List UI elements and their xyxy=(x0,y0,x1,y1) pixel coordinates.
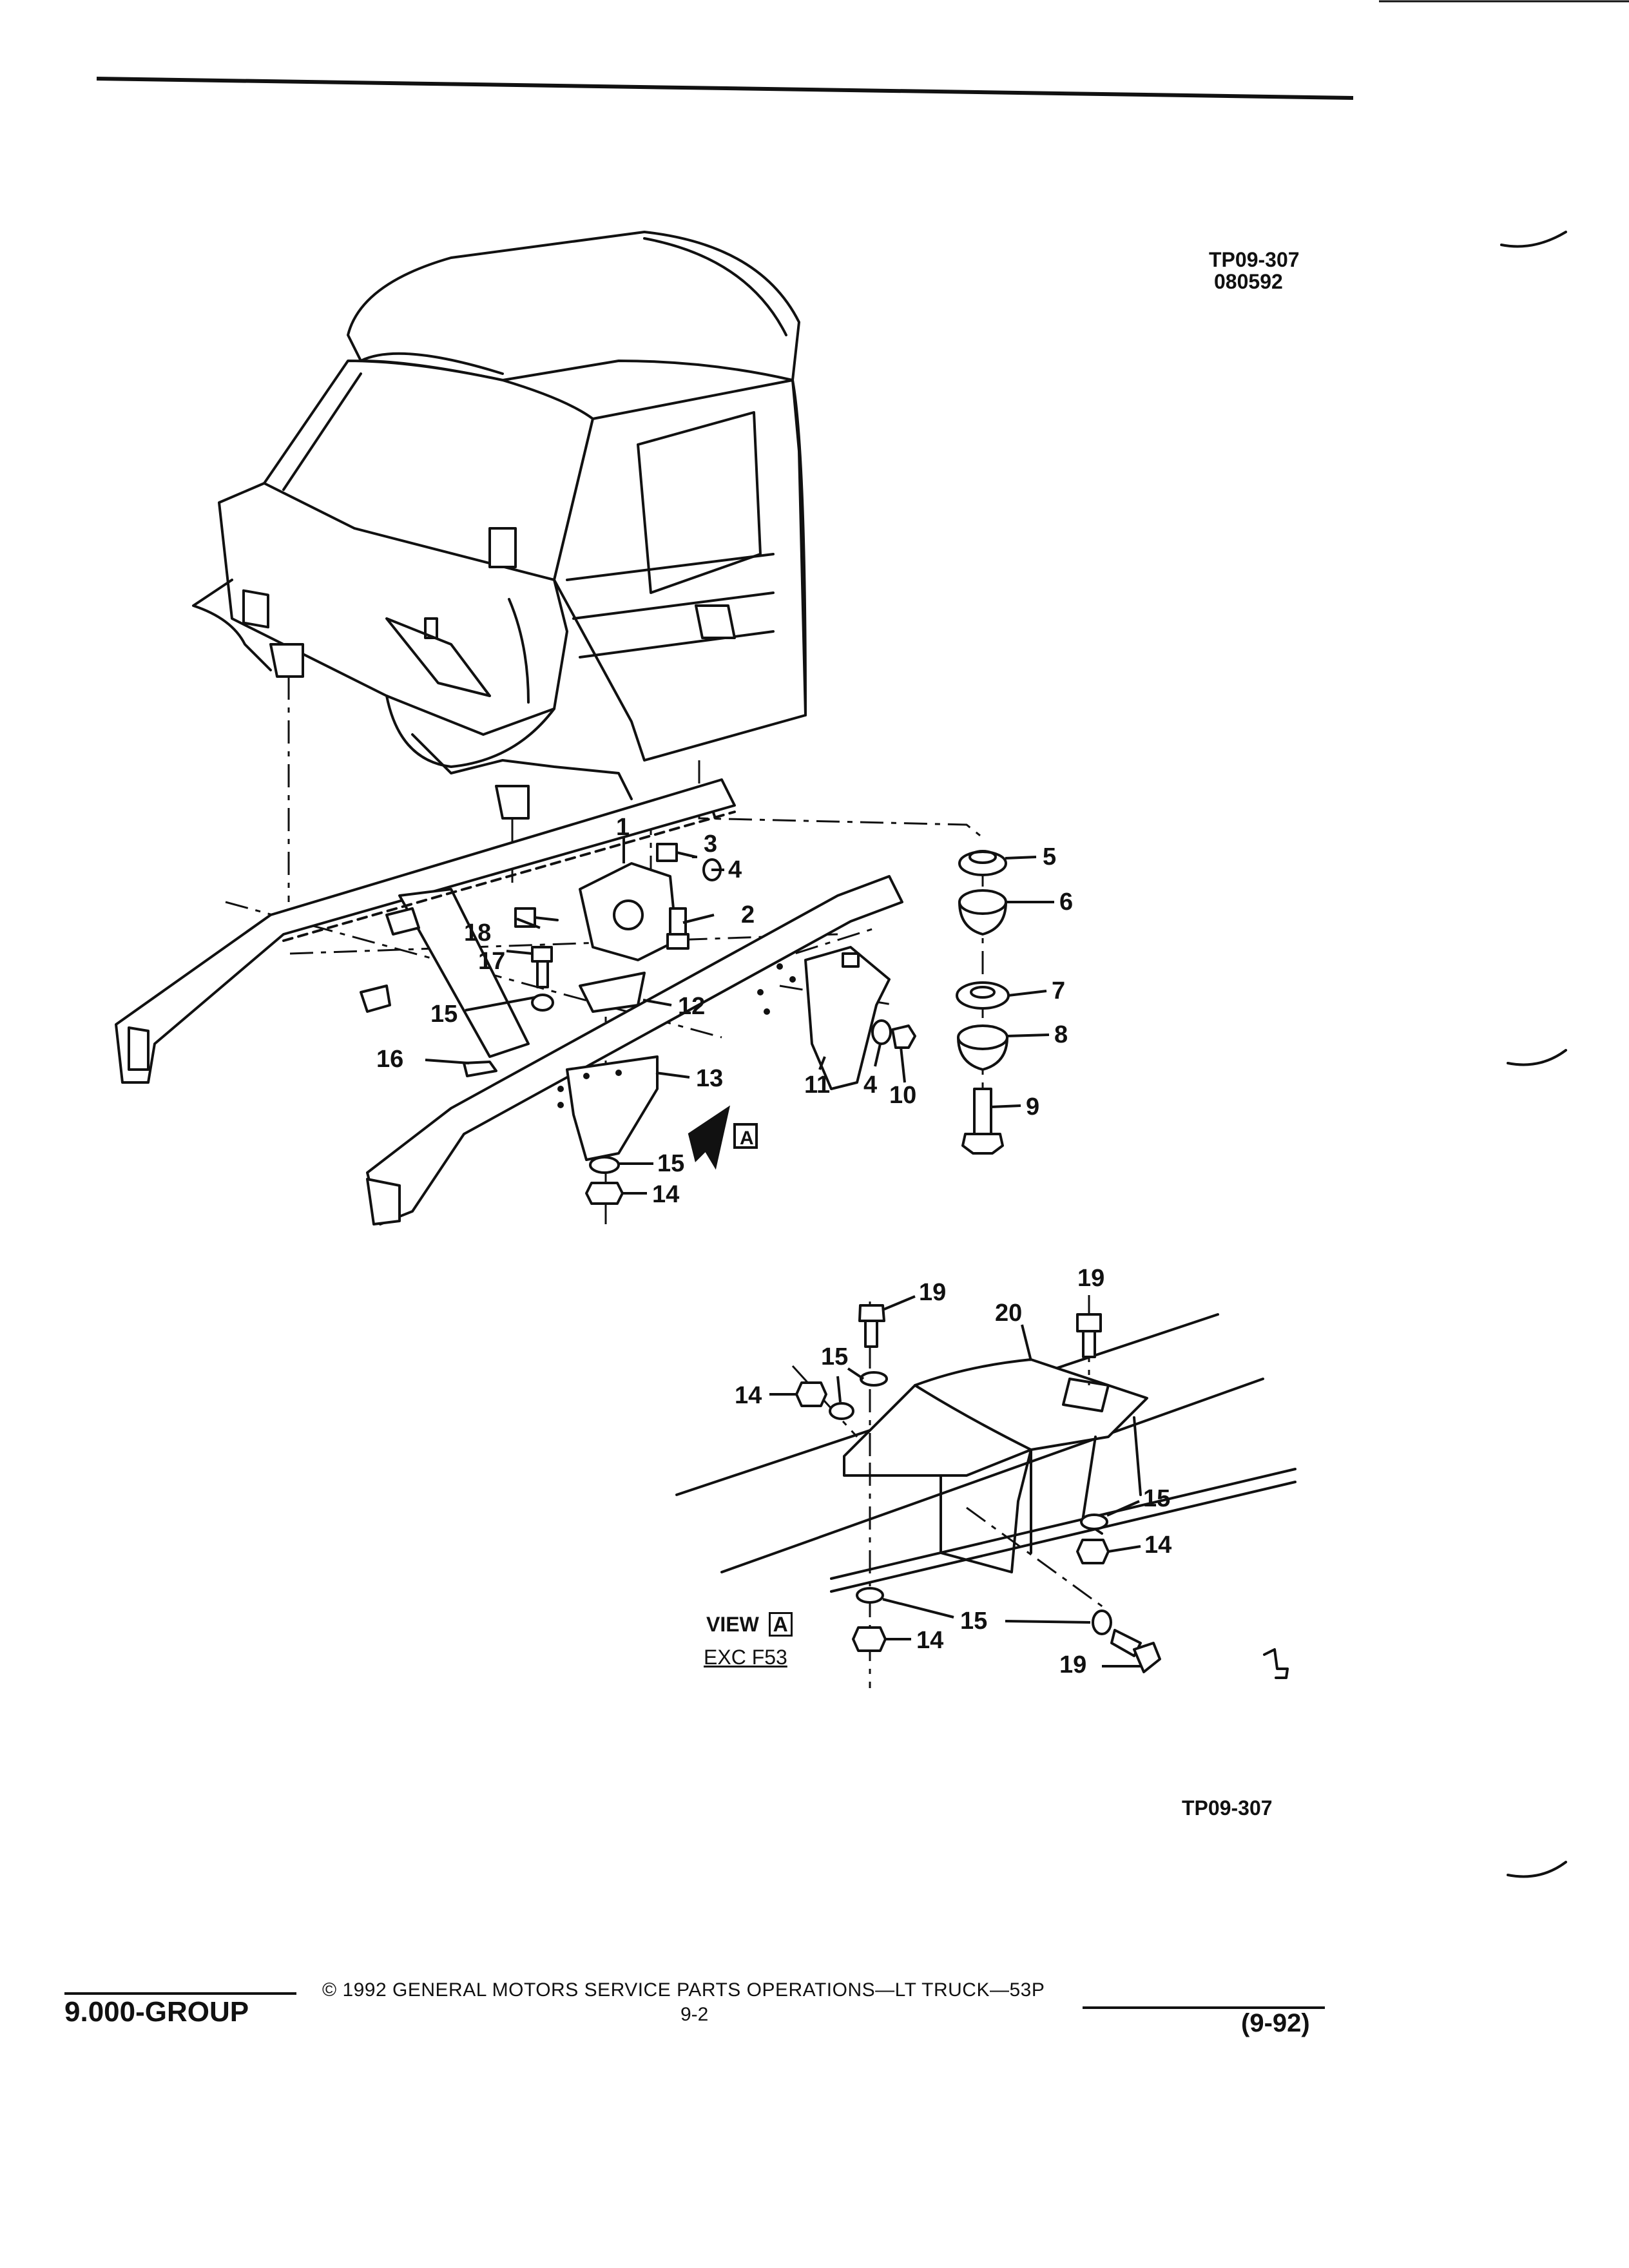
view-a-label: VIEW A xyxy=(706,1612,793,1637)
callout-12: 12 xyxy=(678,993,705,1020)
callout-9: 9 xyxy=(1026,1093,1039,1120)
drawing-reference: TP09-307 080592 xyxy=(1209,249,1300,293)
callout-numbers: 1 3 4 2 5 6 7 8 9 10 4 11 12 13 15 14 15… xyxy=(376,814,1171,1678)
footer-group: 9.000-GROUP xyxy=(64,1992,296,2028)
callout-18: 18 xyxy=(464,919,491,947)
detail-callout-19-left: 19 xyxy=(919,1279,946,1306)
footer-rule xyxy=(1083,2006,1325,2009)
service-logo-mark xyxy=(1263,1648,1289,1679)
callout-11: 11 xyxy=(804,1072,830,1099)
applicability-note: EXC F53 xyxy=(704,1646,787,1669)
callout-14: 14 xyxy=(652,1181,679,1208)
view-label-text: VIEW xyxy=(706,1613,759,1636)
callout-15: 15 xyxy=(657,1150,684,1177)
callout-1: 1 xyxy=(616,814,630,841)
detail-callout-14-right: 14 xyxy=(1144,1532,1171,1559)
callout-5: 5 xyxy=(1043,843,1056,870)
footer-copyright: © 1992 GENERAL MOTORS SERVICE PARTS OPER… xyxy=(322,1979,1045,2001)
callout-17: 17 xyxy=(478,948,505,975)
drawing-date: 080592 xyxy=(1214,270,1283,293)
callout-13: 13 xyxy=(696,1065,723,1092)
callout-4: 4 xyxy=(728,856,742,883)
callout-leader-lines xyxy=(425,838,1141,1667)
footer-page-number: 9-2 xyxy=(680,2004,709,2025)
scan-artifact-mark xyxy=(1507,1861,1567,1878)
detail-callout-14-bottom: 14 xyxy=(916,1627,943,1654)
scan-artifact-mark xyxy=(1507,1049,1567,1066)
detail-callout-19-right: 19 xyxy=(1077,1265,1104,1292)
detail-callout-15-bottom: 15 xyxy=(960,1608,987,1635)
detail-callout-14-top: 14 xyxy=(735,1382,762,1409)
callout-15-upper: 15 xyxy=(430,1001,458,1028)
view-letter-box: A xyxy=(768,1612,793,1637)
chassis-frame-rails xyxy=(115,778,903,1225)
truck-cab-drawing xyxy=(192,231,807,820)
view-a-detail-drawing xyxy=(675,1295,1296,1688)
callout-4-lower: 4 xyxy=(863,1072,877,1099)
detail-callout-19-bottom: 19 xyxy=(1059,1651,1086,1678)
callout-6: 6 xyxy=(1059,889,1073,916)
mount-hardware-parts xyxy=(360,843,1010,1205)
detail-callout-15-top: 15 xyxy=(821,1343,848,1370)
callout-2: 2 xyxy=(741,901,755,928)
drawing-id: TP09-307 xyxy=(1209,248,1300,271)
callout-7: 7 xyxy=(1052,977,1065,1004)
detail-callout-20: 20 xyxy=(995,1300,1022,1327)
view-a-marker-letter: A xyxy=(740,1128,754,1149)
footer-drawing-id: TP09-307 xyxy=(1182,1796,1273,1820)
footer-revision: (9-92) xyxy=(1241,2009,1310,2037)
callout-16: 16 xyxy=(376,1046,403,1073)
detail-callout-15-right: 15 xyxy=(1143,1485,1170,1512)
callout-8: 8 xyxy=(1054,1021,1068,1048)
scan-artifact-mark xyxy=(1500,231,1567,248)
top-rule xyxy=(96,77,1354,100)
callout-3: 3 xyxy=(704,831,717,858)
callout-10: 10 xyxy=(889,1082,916,1109)
